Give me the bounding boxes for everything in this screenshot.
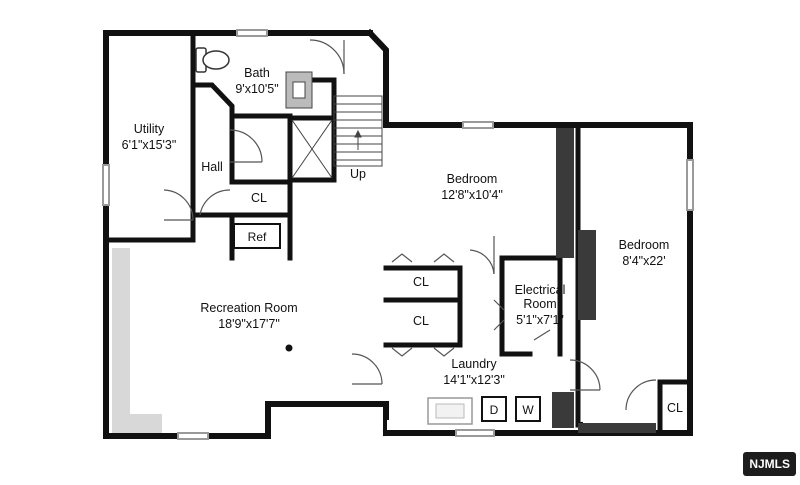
washer-icon xyxy=(515,396,541,422)
stairs xyxy=(333,95,383,167)
room-dims-laundry: 14'1"x12'3" xyxy=(443,373,505,387)
room-name-utility: Utility xyxy=(134,122,165,136)
floor-drain-dot xyxy=(285,344,293,352)
windows xyxy=(102,29,694,440)
room-name-bedroom-1: Bedroom xyxy=(447,172,498,186)
room-dims-bedroom-2: 8'4"x22' xyxy=(622,254,665,268)
fridge-icon xyxy=(233,223,281,249)
dark-beam xyxy=(578,423,656,433)
gray-floor-strip xyxy=(112,248,162,436)
door-swings xyxy=(163,39,657,411)
toilet-icon xyxy=(195,47,230,73)
fridge-label: Ref xyxy=(248,230,267,244)
room-dims-utility: 6'1"x15'3" xyxy=(122,138,177,152)
washer-label: W xyxy=(522,403,534,417)
room-name-bedroom-2: Bedroom xyxy=(619,238,670,252)
interior-walls xyxy=(103,35,693,436)
room-dims-electrical: 5'1"x7'1" xyxy=(516,313,564,327)
stairs-up-label: Up xyxy=(350,167,366,181)
room-name-recreation: Recreation Room xyxy=(200,301,297,315)
room-dims-bath: 9'x10'5" xyxy=(235,82,278,96)
room-name-laundry: Laundry xyxy=(451,357,497,371)
room-name-bath: Bath xyxy=(244,66,270,80)
room-name-closet-1: CL xyxy=(413,275,429,289)
room-name-hall: Hall xyxy=(201,160,223,174)
room-name-closet-bedroom: CL xyxy=(667,401,683,415)
dark-column-3 xyxy=(552,392,574,428)
room-dims-bedroom-1: 12'8"x10'4" xyxy=(441,188,503,202)
room-name-closet-hall: CL xyxy=(251,191,267,205)
watermark-badge: NJMLS xyxy=(743,452,796,476)
dark-column-1 xyxy=(556,128,574,258)
shaft-cross-2 xyxy=(291,119,333,179)
dryer-icon xyxy=(481,396,507,422)
dark-column-2 xyxy=(578,230,596,320)
dryer-label: D xyxy=(490,403,499,417)
room-name-electrical-line2: Room xyxy=(523,297,556,311)
room-dims-recreation: 18'9"x17'7" xyxy=(218,317,280,331)
sink-icon xyxy=(285,71,313,109)
wall-cleanup xyxy=(387,420,579,430)
room-name-closet-2: CL xyxy=(413,314,429,328)
room-name-electrical-line1: Electrical xyxy=(515,283,566,297)
laundry-sink-icon xyxy=(427,397,473,425)
